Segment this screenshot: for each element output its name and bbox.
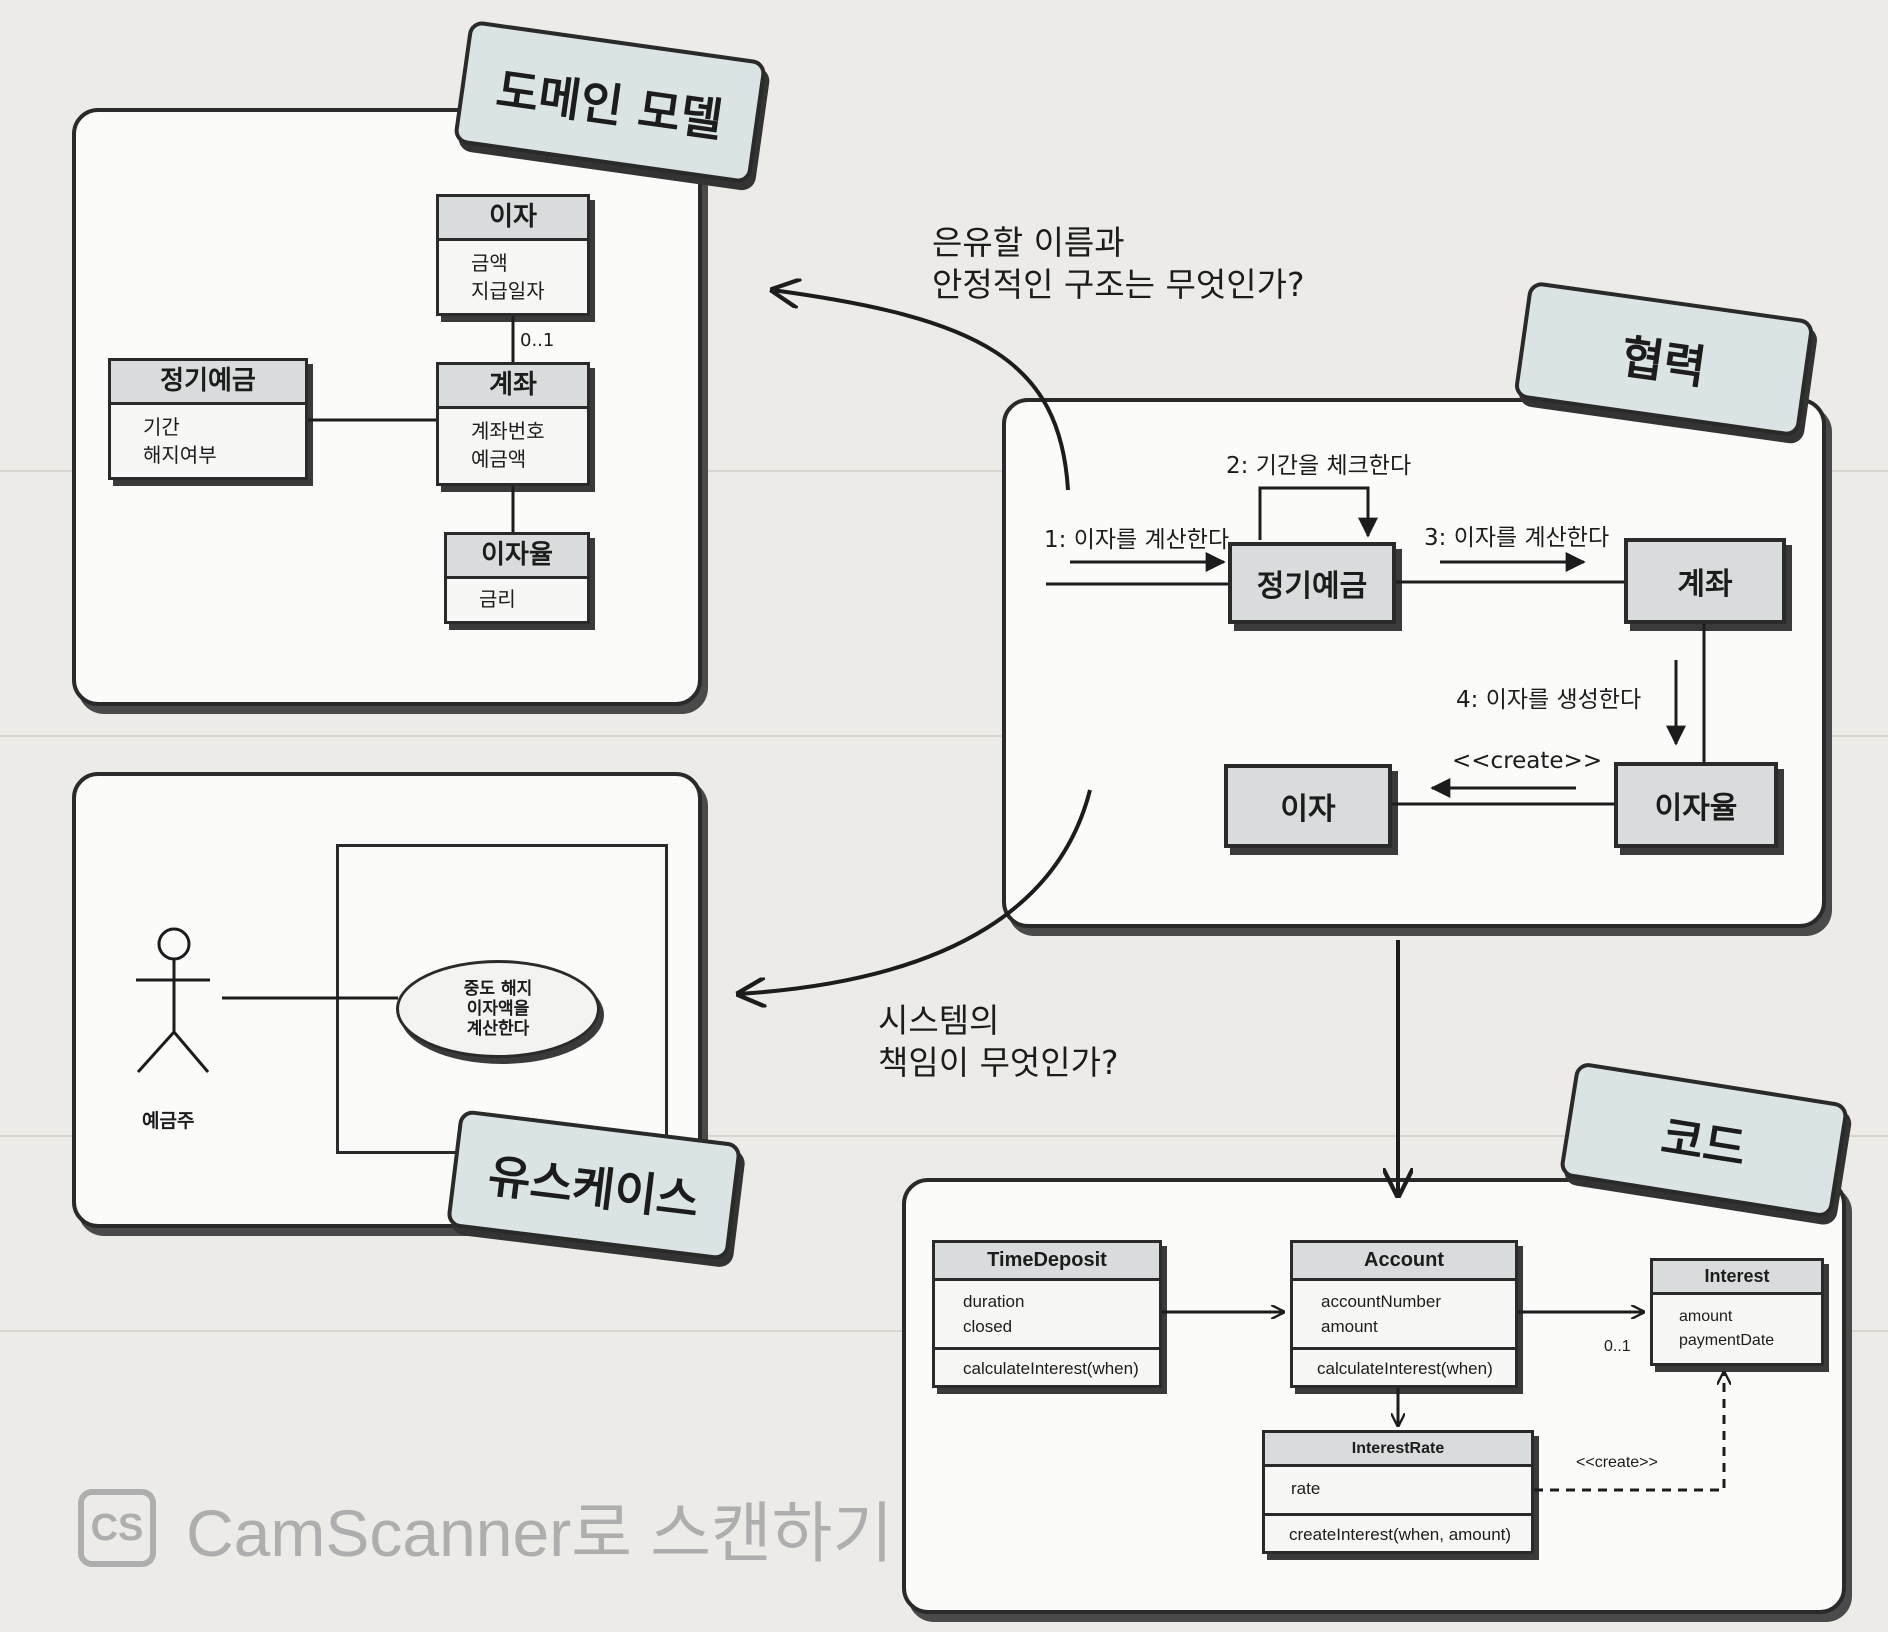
class-name: InterestRate	[1265, 1433, 1531, 1467]
object-label: 이자	[1280, 792, 1336, 827]
code-create-dependency	[1534, 1372, 1724, 1492]
attribute: paymentDate	[1679, 1332, 1775, 1349]
class-name: 정기예금	[111, 361, 305, 405]
domain-class-interest: 이자 금액 지급일자	[436, 194, 590, 316]
attribute: 금액	[471, 251, 508, 275]
message-3-label: 3: 이자를 계산한다	[1424, 525, 1610, 551]
method: calculateInterest(when)	[963, 1359, 1139, 1378]
arrow-to-domain-model	[772, 290, 1070, 491]
actor-stick-figure	[136, 927, 210, 1074]
use-case-ellipse: 중도 해지 이자액을 계산한다	[396, 960, 600, 1058]
object-label: 이자율	[1654, 791, 1738, 826]
use-case-line: 계산한다	[466, 1019, 530, 1039]
class-methods: createInterest(when, amount)	[1265, 1513, 1531, 1547]
class-name: TimeDeposit	[935, 1243, 1159, 1281]
attribute: 지급일자	[471, 279, 545, 303]
arrow-to-use-case	[738, 789, 1092, 994]
domain-class-account: 계좌 계좌번호 예금액	[436, 362, 590, 486]
class-attributes: 금액 지급일자	[439, 241, 587, 305]
attribute: rate	[1291, 1479, 1321, 1498]
attribute: 계좌번호	[471, 419, 545, 443]
attribute: amount	[1679, 1308, 1733, 1325]
camscanner-logo-icon: CS	[78, 1489, 156, 1567]
camscanner-logo-text: CS	[90, 1506, 144, 1549]
camscanner-watermark: CS CamScanner로 스캔하기	[78, 1480, 893, 1576]
code-class-interest-rate: InterestRate rate createInterest(when, a…	[1262, 1430, 1534, 1554]
code-class-time-deposit: TimeDeposit duration closed calculateInt…	[932, 1240, 1162, 1388]
attribute: accountNumber	[1321, 1292, 1442, 1311]
attribute: 예금액	[471, 447, 527, 471]
use-case-line: 이자액을	[466, 999, 530, 1019]
class-name: 이자	[439, 197, 587, 241]
class-methods: calculateInterest(when)	[1293, 1347, 1515, 1381]
domain-class-time-deposit: 정기예금 기간 해지여부	[108, 358, 308, 480]
attribute: duration	[963, 1292, 1025, 1311]
class-name: Account	[1293, 1243, 1515, 1281]
attribute: 금리	[479, 587, 516, 611]
domain-class-interest-rate: 이자율 금리	[444, 532, 590, 624]
code-class-interest: Interest amount paymentDate	[1650, 1258, 1824, 1366]
class-attributes: 금리	[447, 579, 587, 613]
code-class-account: Account accountNumber amount calculateIn…	[1290, 1240, 1518, 1388]
camscanner-text: CamScanner로 스캔하기	[186, 1496, 894, 1570]
class-attributes: duration closed	[935, 1281, 1159, 1347]
question-top-line1: 은유할 이름과	[932, 223, 1125, 262]
question-bottom: 시스템의 책임이 무엇인가?	[878, 1000, 1119, 1084]
question-bottom-line2: 책임이 무엇인가?	[878, 1043, 1119, 1082]
class-name: 이자율	[447, 535, 587, 579]
attribute: 해지여부	[143, 443, 217, 467]
object-label: 계좌	[1677, 567, 1733, 602]
method: createInterest(when, amount)	[1289, 1525, 1512, 1544]
code-multiplicity-label: 0..1	[1604, 1338, 1631, 1355]
domain-multiplicity-label: 0..1	[520, 330, 555, 351]
create-label: <<create>>	[1452, 748, 1603, 774]
question-bottom-line1: 시스템의	[878, 1001, 1000, 1040]
class-attributes: 기간 해지여부	[111, 405, 305, 469]
question-top-line2: 안정적인 구조는 무엇인가?	[932, 265, 1305, 304]
class-attributes: rate	[1265, 1467, 1531, 1513]
attribute: closed	[963, 1317, 1013, 1336]
actor-label: 예금주	[142, 1110, 195, 1132]
object-label: 정기예금	[1256, 569, 1368, 604]
collab-object-account: 계좌	[1624, 538, 1786, 624]
message-2-self-arrow	[1258, 486, 1378, 540]
message-4-label: 4: 이자를 생성한다	[1456, 687, 1642, 713]
use-case-line: 중도 해지	[463, 979, 533, 999]
class-attributes: accountNumber amount	[1293, 1281, 1515, 1347]
collab-object-interest: 이자	[1224, 764, 1392, 848]
method: calculateInterest(when)	[1317, 1359, 1493, 1378]
attribute: amount	[1321, 1317, 1378, 1336]
collab-object-time-deposit: 정기예금	[1228, 542, 1396, 624]
code-create-label: <<create>>	[1576, 1454, 1658, 1471]
class-name: Interest	[1653, 1261, 1821, 1295]
collab-object-interest-rate: 이자율	[1614, 762, 1778, 848]
message-2-label: 2: 기간을 체크한다	[1226, 453, 1412, 479]
class-name: 계좌	[439, 365, 587, 409]
class-methods: calculateInterest(when)	[935, 1347, 1159, 1381]
class-attributes: 계좌번호 예금액	[439, 409, 587, 473]
question-top: 은유할 이름과 안정적인 구조는 무엇인가?	[932, 222, 1304, 306]
class-attributes: amount paymentDate	[1653, 1295, 1821, 1353]
attribute: 기간	[143, 415, 180, 439]
message-1-label: 1: 이자를 계산한다	[1044, 527, 1230, 553]
